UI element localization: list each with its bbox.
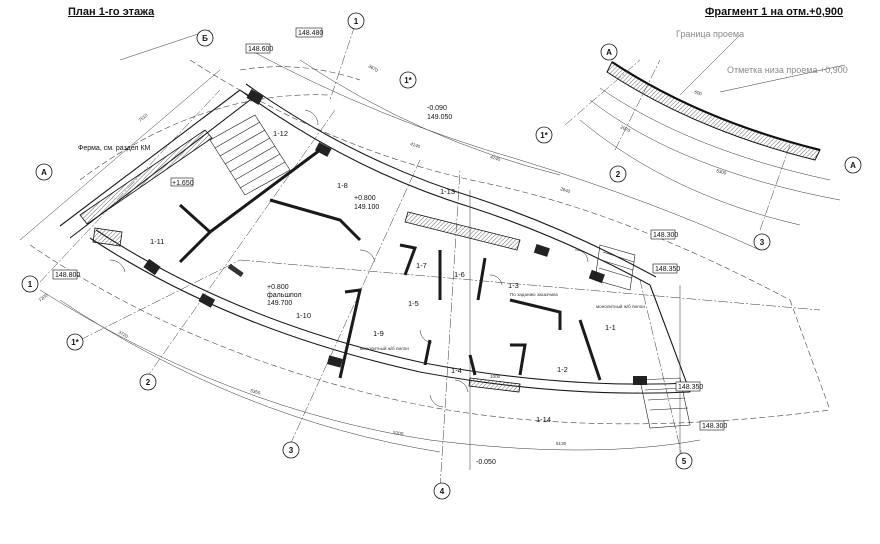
- axis-B: Б: [196, 29, 214, 47]
- svg-text:монолитный ж/б пилон: монолитный ж/б пилон: [360, 345, 409, 351]
- axis-3-frag: 3: [753, 233, 771, 251]
- svg-text:фальшпол: фальшпол: [267, 292, 302, 299]
- svg-text:5300: 5300: [716, 168, 728, 176]
- svg-text:+1.650: +1.650: [172, 180, 194, 187]
- svg-text:+0.800: +0.800: [354, 195, 376, 202]
- svg-text:1: 1: [28, 280, 33, 289]
- axis-A-frag-right: А: [844, 156, 862, 174]
- note-ferma: Ферма, см. раздел КМ: [78, 145, 151, 152]
- axis-1p-left: 1*: [66, 333, 84, 351]
- room-1-12: 1-12: [273, 129, 288, 138]
- room-1-4: 1-4: [451, 366, 462, 375]
- room-1-13: 1-13: [440, 187, 455, 196]
- svg-text:+0.800: +0.800: [267, 284, 289, 291]
- svg-text:Б: Б: [202, 34, 208, 43]
- svg-text:А: А: [41, 168, 47, 177]
- axis-markers: 1 1* Б А 1 1* 2 3 4 5 А А 1* 2 3: [21, 12, 862, 500]
- shaft-marker: [227, 263, 244, 278]
- room-1-11: 1-11: [150, 237, 164, 246]
- svg-text:-0.050: -0.050: [476, 459, 496, 466]
- svg-text:1000: 1000: [490, 374, 501, 379]
- note-granica: Граница проема: [676, 29, 744, 39]
- svg-text:148.480: 148.480: [298, 30, 323, 37]
- room-1-8: 1-8: [337, 181, 348, 190]
- svg-text:149.100: 149.100: [354, 204, 379, 211]
- axis-5-bottom: 5: [675, 452, 693, 470]
- svg-text:7510: 7510: [138, 112, 149, 123]
- room-labels: 1-12 1-8 1-13 1-11 1-7 1-6 1-3 1-5 1-10 …: [150, 129, 616, 424]
- svg-text:2: 2: [146, 378, 151, 387]
- svg-text:148.350: 148.350: [678, 384, 703, 391]
- svg-text:5350: 5350: [250, 388, 262, 396]
- dimension-values: 7510 7200 3720 4140 4240 2640 5200 6130 …: [38, 64, 728, 446]
- axis-A-frag-top: А: [600, 43, 618, 61]
- svg-text:4140: 4140: [410, 141, 422, 149]
- axis-1-left: 1: [21, 275, 39, 293]
- axis-4-bottom: 4: [433, 482, 451, 500]
- room-1-7: 1-7: [416, 261, 427, 270]
- svg-text:1*: 1*: [540, 131, 548, 140]
- svg-text:2: 2: [616, 170, 621, 179]
- axis-A-left: А: [35, 163, 53, 181]
- svg-text:149.050: 149.050: [427, 114, 452, 121]
- svg-text:3720: 3720: [118, 330, 130, 340]
- plan-title: План 1-го этажа: [68, 6, 155, 18]
- svg-text:7200: 7200: [38, 292, 49, 303]
- svg-text:1*: 1*: [404, 76, 412, 85]
- fragment-detail: [564, 34, 846, 231]
- svg-text:2640: 2640: [560, 186, 572, 194]
- svg-text:148.800: 148.800: [55, 272, 80, 279]
- svg-text:А: А: [850, 161, 856, 170]
- svg-text:148.300: 148.300: [653, 232, 678, 239]
- svg-text:4: 4: [440, 487, 445, 496]
- hatched-walls: [79, 129, 521, 393]
- svg-text:148.600: 148.600: [248, 46, 273, 53]
- note-otmetka: Отметка низа проема +0,900: [727, 65, 848, 75]
- svg-text:148.350: 148.350: [655, 266, 680, 273]
- fragment-title: Фрагмент 1 на отм.+0,900: [705, 6, 844, 18]
- svg-text:6130: 6130: [556, 441, 567, 446]
- room-1-1: 1-1: [605, 323, 616, 332]
- room-1-6: 1-6: [454, 270, 465, 279]
- room-1-9: 1-9: [373, 329, 384, 338]
- notes: Ферма, см. раздел КМ Граница проема Отме…: [78, 29, 848, 351]
- svg-text:2070: 2070: [620, 124, 632, 133]
- interior-walls: [178, 148, 602, 381]
- room-1-3: 1-3: [508, 281, 519, 290]
- svg-text:149.700: 149.700: [267, 300, 292, 307]
- svg-text:148.300: 148.300: [702, 423, 727, 430]
- svg-text:5200: 5200: [393, 430, 404, 436]
- svg-text:3670: 3670: [368, 64, 380, 74]
- room-1-2: 1-2: [557, 365, 568, 374]
- svg-text:А: А: [606, 48, 612, 57]
- level-marks: 148.480 148.600 148.800 -0.090 149.050 +…: [52, 27, 727, 466]
- axis-2-left: 2: [139, 373, 157, 391]
- svg-text:монолитный ж/б пилон: монолитный ж/б пилон: [596, 303, 645, 309]
- axis-1-top: 1: [347, 12, 365, 30]
- room-1-14: 1-14: [536, 415, 551, 424]
- axis-1p-frag: 1*: [535, 126, 553, 144]
- svg-text:4240: 4240: [490, 154, 502, 162]
- room-1-5: 1-5: [408, 299, 419, 308]
- svg-text:5: 5: [682, 457, 687, 466]
- axis-3-bottom: 3: [282, 441, 300, 459]
- svg-text:-0.090: -0.090: [427, 105, 447, 112]
- svg-text:1: 1: [354, 17, 359, 26]
- columns: [143, 89, 647, 385]
- stair: [209, 114, 691, 429]
- roof-outline: [29, 59, 831, 425]
- svg-text:600: 600: [694, 89, 703, 96]
- svg-text:По заданию заказчика: По заданию заказчика: [510, 292, 558, 297]
- doors: [109, 109, 589, 408]
- room-1-10: 1-10: [296, 311, 311, 320]
- svg-text:3: 3: [760, 238, 765, 247]
- svg-text:3: 3: [289, 446, 294, 455]
- svg-text:1*: 1*: [71, 338, 79, 347]
- axis-lines: [39, 24, 821, 489]
- axis-1p-top: 1*: [399, 71, 417, 89]
- axis-2-frag: 2: [609, 165, 627, 183]
